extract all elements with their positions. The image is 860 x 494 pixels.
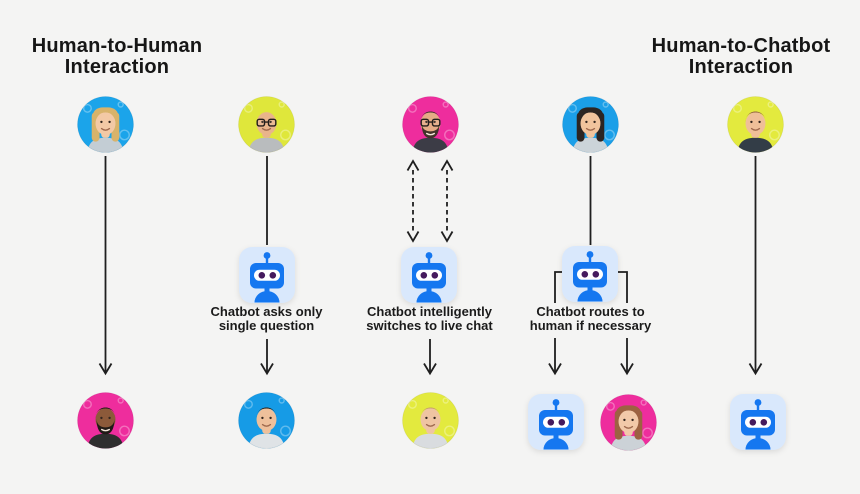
arrowhead-down-icon xyxy=(748,363,763,376)
arrowhead-up-icon xyxy=(440,159,454,171)
caption-line-2: human if necessary xyxy=(529,318,652,333)
arrowhead-down-icon xyxy=(548,363,562,376)
arrowhead-down-icon xyxy=(260,363,274,376)
arrowhead-down-icon xyxy=(440,231,454,243)
arrowhead-down-icon xyxy=(98,363,113,376)
chatbot-icon xyxy=(561,245,619,303)
arrowhead-down-icon xyxy=(620,363,634,376)
caption-line-1: Chatbot routes to xyxy=(536,304,645,319)
avatar-woman-blonde xyxy=(77,96,134,153)
title-line-2: Interaction xyxy=(688,56,794,78)
avatar-man-beard-glasses xyxy=(402,96,459,153)
chatbot-icon xyxy=(238,246,296,304)
caption-single-question: Chatbot asks only single question xyxy=(179,305,354,333)
avatar-man-fair xyxy=(402,392,459,449)
avatar-woman-dark-hair xyxy=(562,96,619,153)
caption-line-1: Chatbot asks only xyxy=(210,304,323,319)
title-line-2: Interaction xyxy=(64,56,170,78)
caption-routes-human: Chatbot routes to human if necessary xyxy=(503,305,678,333)
chatbot-icon xyxy=(527,393,585,451)
title-human-to-human: Human-to-Human Interaction xyxy=(17,36,217,78)
caption-line-2: switches to live chat xyxy=(366,318,493,333)
avatar-woman-auburn xyxy=(600,394,657,451)
title-line-1: Human-to-Chatbot xyxy=(651,35,831,57)
avatar-man-bald-glasses xyxy=(238,96,295,153)
chatbot-icon xyxy=(400,246,458,304)
arrowhead-down-icon xyxy=(423,363,437,376)
title-human-to-chatbot: Human-to-Chatbot Interaction xyxy=(641,36,841,78)
bracket-col4-right xyxy=(617,271,628,303)
caption-line-2: single question xyxy=(218,318,315,333)
avatar-man-smile-beard xyxy=(77,392,134,449)
avatar-man-short-brown xyxy=(727,96,784,153)
arrowhead-up-icon xyxy=(406,159,420,171)
caption-line-1: Chatbot intelligently xyxy=(367,304,492,319)
chatbot-icon xyxy=(729,393,787,451)
title-line-1: Human-to-Human xyxy=(31,35,203,57)
bracket-col4-left xyxy=(554,271,564,303)
arrowhead-down-icon xyxy=(406,231,420,243)
avatar-man-dark-hair xyxy=(238,392,295,449)
caption-switch-live-chat: Chatbot intelligently switches to live c… xyxy=(342,305,517,333)
